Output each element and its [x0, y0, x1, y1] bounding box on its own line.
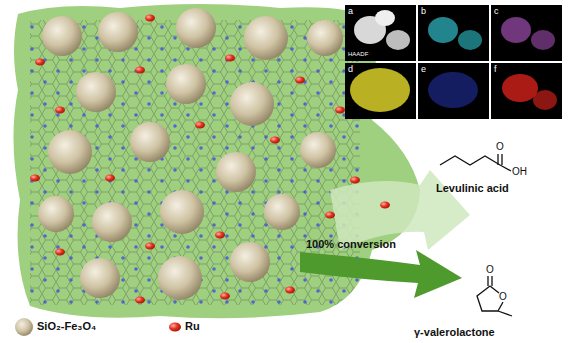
compound-name: Levulinic acid [436, 182, 509, 194]
panel-letter: f [494, 65, 497, 75]
panel-letter: a [348, 7, 353, 17]
panel-letter: e [421, 65, 426, 75]
legend-sphere [15, 318, 33, 336]
atom-label: O [486, 264, 494, 275]
panel-letter: d [348, 65, 353, 75]
legend-ru-dot [169, 323, 181, 332]
panel-letter: b [421, 7, 426, 17]
atom-label: O [496, 141, 504, 152]
legend-text: Ru [185, 320, 200, 332]
conversion-note: 100% conversion [306, 238, 396, 250]
compound-name: γ-valerolactone [414, 326, 495, 338]
panel-tag: HAADF [348, 51, 368, 58]
panel-letter: c [494, 7, 499, 17]
atom-label: OH [512, 166, 527, 177]
atom-label: O [499, 291, 507, 302]
legend-text: SiO₂-Fe₃O₄ [37, 320, 96, 332]
